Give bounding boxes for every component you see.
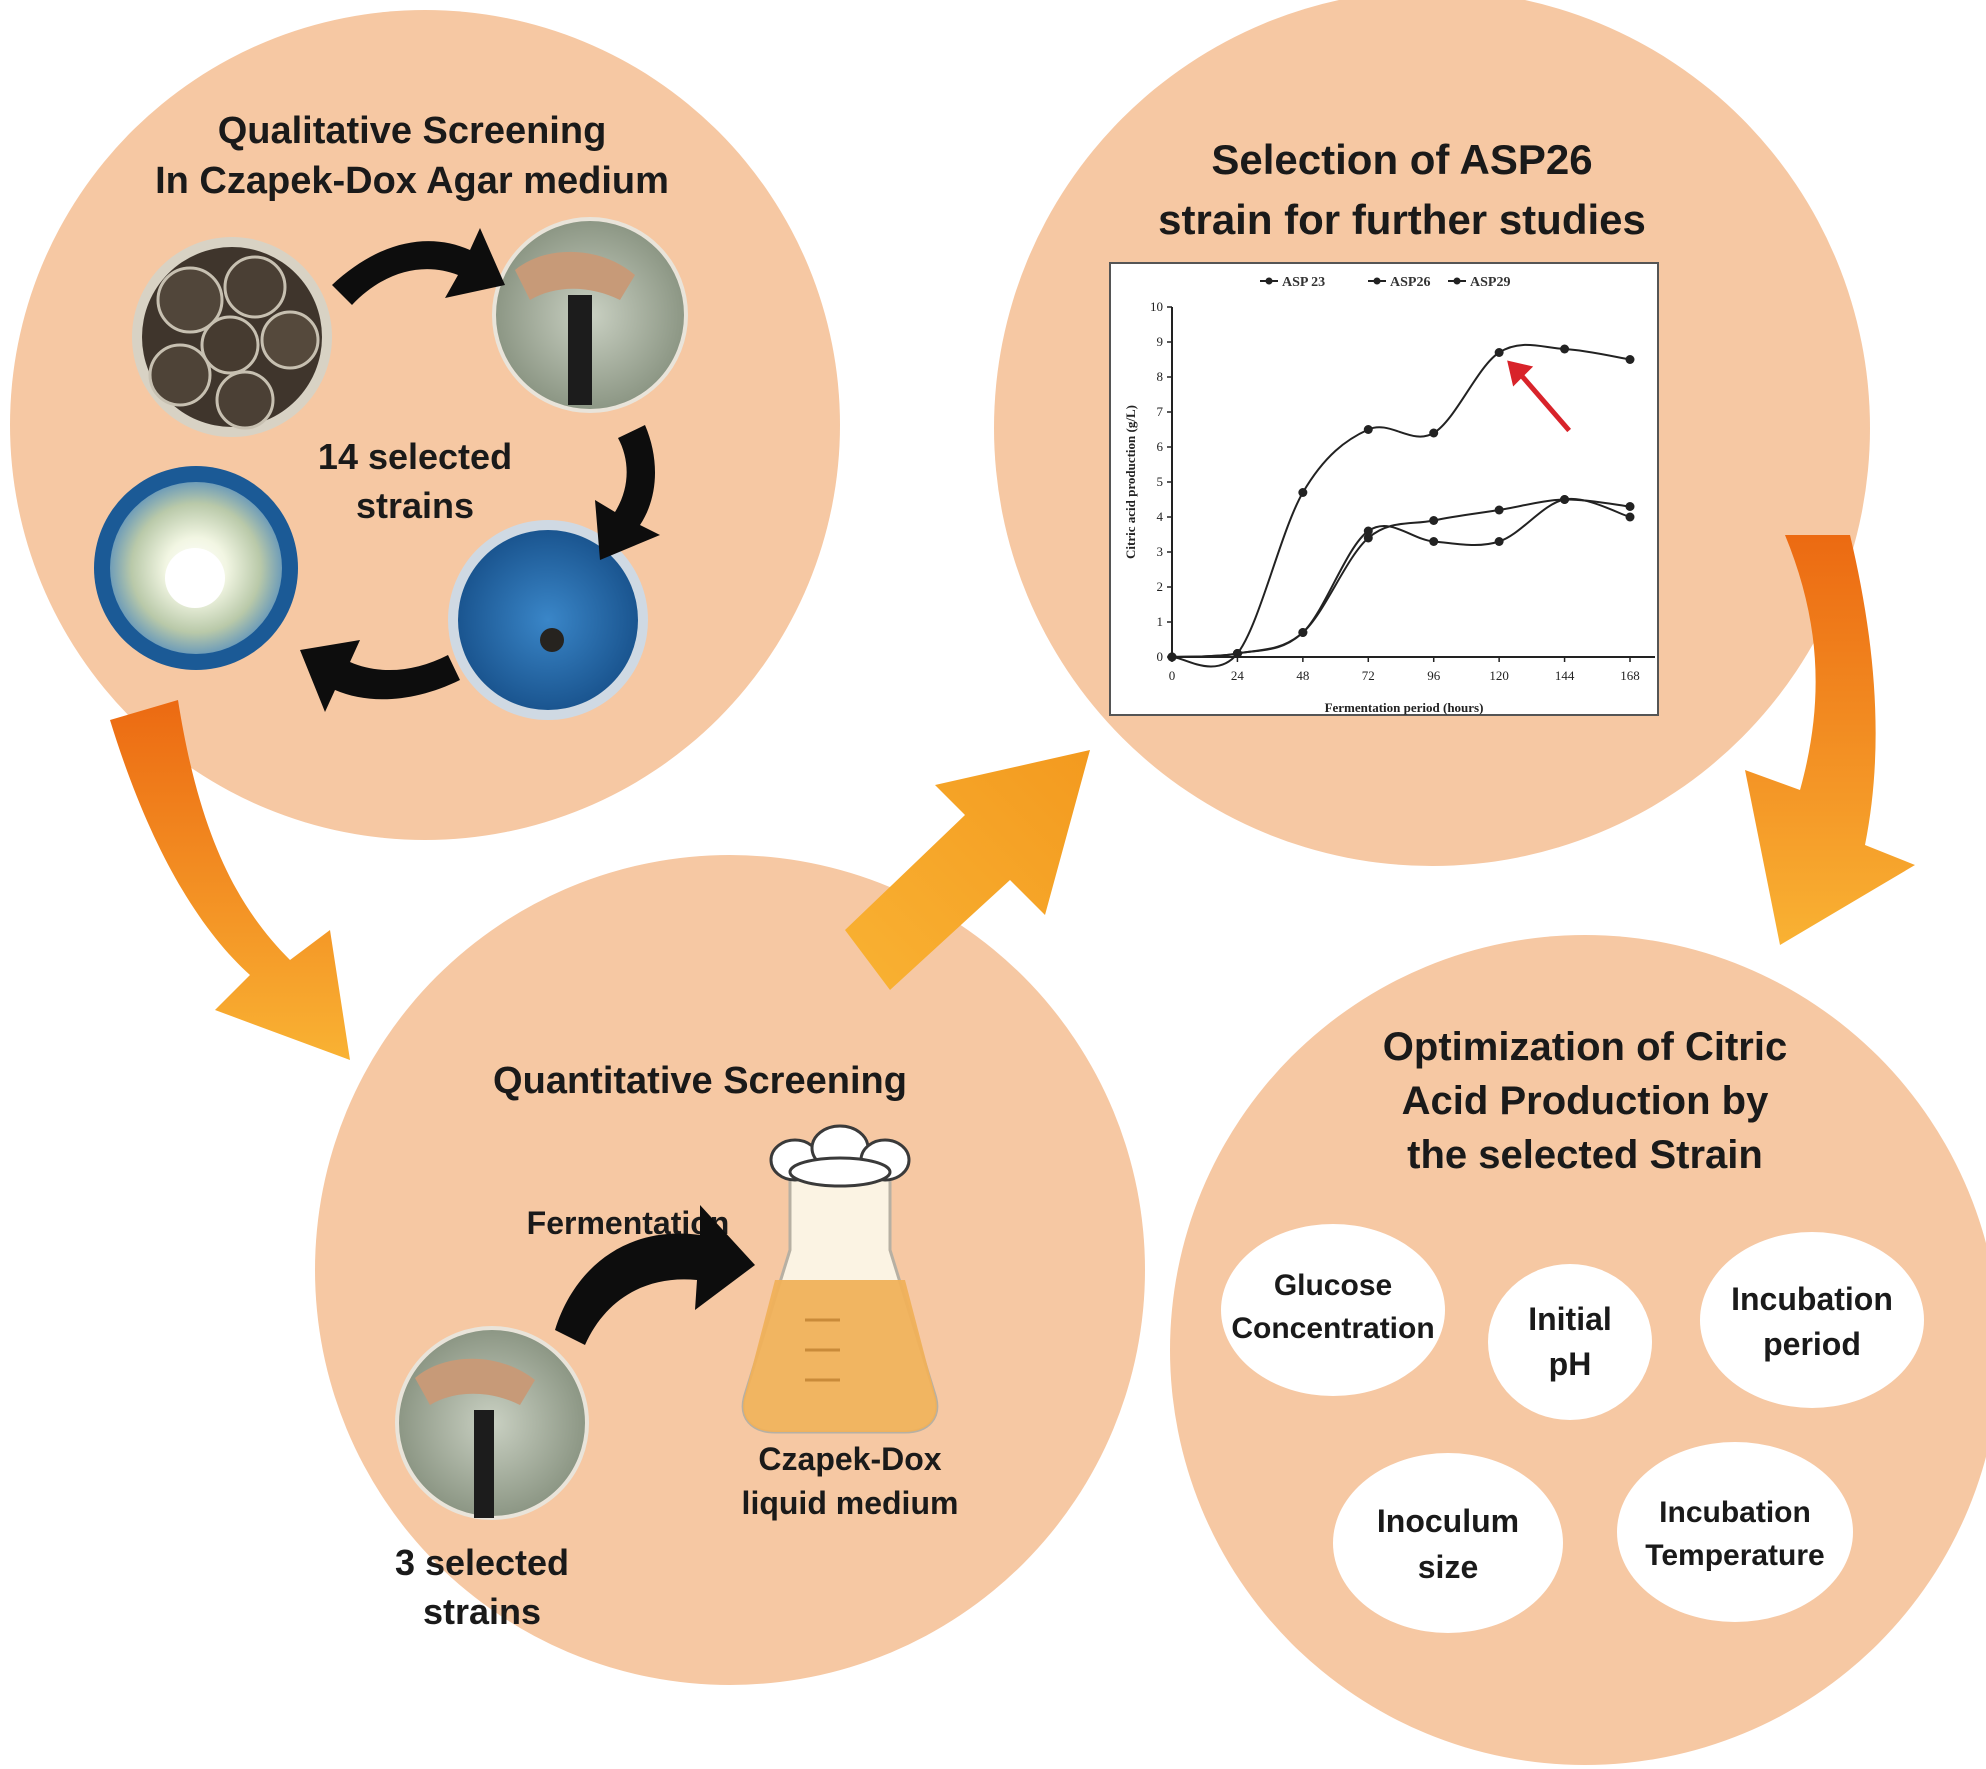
- y-tick-label-0: 0: [1157, 649, 1164, 664]
- fermentation-arrow: [555, 1205, 755, 1345]
- chart-y-axis-label: Citric acid production (g/L): [1123, 405, 1138, 559]
- series-2-point-1: [1232, 649, 1242, 658]
- optimization-title-line2: Acid Production by: [1402, 1079, 1769, 1123]
- factor-temperature-line2: Temperature: [1645, 1539, 1825, 1572]
- series-2-point-7: [1625, 512, 1635, 522]
- flask-icon: [741, 1124, 939, 1434]
- legend-label-2: ASP29: [1470, 275, 1510, 290]
- x-tick-label-4: 96: [1427, 668, 1441, 683]
- factor-initial-ph: Initial pH: [1488, 1264, 1652, 1420]
- factor-period-line2: period: [1763, 1326, 1861, 1362]
- x-tick-label-7: 168: [1620, 668, 1640, 683]
- y-tick-label-8: 8: [1157, 369, 1164, 384]
- highlight-arrow-shaft: [1515, 368, 1572, 433]
- factor-period-line1: Incubation: [1731, 1281, 1893, 1317]
- y-tick-label-4: 4: [1157, 509, 1164, 524]
- legend-marker-2: [1453, 277, 1461, 285]
- blue-plate-colony-image: [448, 520, 648, 720]
- legend-label-1: ASP26: [1390, 275, 1430, 290]
- series-0-point-3: [1363, 533, 1373, 543]
- factor-incubation-period: Incubation period: [1700, 1232, 1924, 1408]
- factor-temperature-line1: Incubation: [1659, 1496, 1811, 1529]
- series-1-point-5: [1494, 348, 1504, 357]
- chart-series: [1167, 343, 1635, 668]
- factor-inoculum-line1: Inoculum: [1377, 1503, 1519, 1539]
- factor-glucose-line1: Glucose: [1274, 1269, 1392, 1302]
- legend-marker-0: [1265, 277, 1273, 285]
- series-1-point-6: [1560, 344, 1570, 354]
- legend-marker-1: [1373, 277, 1381, 285]
- selection-title-line1: Selection of ASP26: [1211, 136, 1592, 183]
- series-2-point-6: [1560, 495, 1570, 504]
- series-0-point-4: [1429, 516, 1439, 525]
- series-0-point-5: [1494, 505, 1504, 515]
- chart-legend: ASP 23 ASP26 ASP29: [1260, 275, 1510, 290]
- x-tick-label-6: 144: [1555, 668, 1575, 683]
- qualitative-count-line2: strains: [356, 485, 474, 526]
- flow-arrow-quantitative-to-selection: [845, 750, 1090, 990]
- series-2-point-3: [1363, 526, 1373, 536]
- series-line-1: [1171, 343, 1631, 668]
- factor-inoculum-line2: size: [1418, 1549, 1478, 1585]
- x-tick-labels: 0 24 48 72 96 120 144 168: [1169, 657, 1640, 683]
- y-tick-label-10: 10: [1150, 299, 1163, 314]
- factor-glucose-concentration: Glucose Concentration: [1221, 1224, 1445, 1396]
- optimization-title-line1: Optimization of Citric: [1383, 1025, 1787, 1069]
- y-tick-label-7: 7: [1157, 404, 1164, 419]
- qualitative-title-line1: Qualitative Screening: [218, 110, 607, 152]
- x-tick-label-2: 48: [1296, 668, 1309, 683]
- quantitative-count-line1: 3 selected: [395, 1542, 569, 1583]
- medium-label-line2: liquid medium: [742, 1485, 959, 1521]
- series-2-point-2: [1298, 628, 1308, 637]
- series-2-point-4: [1429, 537, 1439, 546]
- chart-frame: [1109, 262, 1659, 716]
- factor-inoculum-size: Inoculum size: [1333, 1453, 1563, 1633]
- series-1-point-4: [1429, 428, 1439, 438]
- quantitative-count-line2: strains: [423, 1591, 541, 1632]
- series-1-point-2: [1298, 488, 1308, 497]
- legend-label-0: ASP 23: [1282, 275, 1325, 290]
- optimization-title-line3: the selected Strain: [1407, 1133, 1763, 1177]
- qualitative-count-line1: 14 selected: [318, 436, 512, 477]
- series-1-point-3: [1363, 425, 1373, 434]
- y-tick-label-9: 9: [1157, 334, 1164, 349]
- factor-ph-line2: pH: [1549, 1346, 1592, 1382]
- y-tick-label-5: 5: [1157, 474, 1164, 489]
- flow-arrow-selection-to-optimization: [1745, 535, 1915, 945]
- highlight-arrow-head: [1507, 360, 1534, 387]
- chart-x-axis-label: Fermentation period (hours): [1325, 700, 1484, 715]
- series-1-point-7: [1625, 355, 1635, 364]
- selection-title-line2: strain for further studies: [1158, 196, 1646, 243]
- y-tick-label-1: 1: [1157, 614, 1164, 629]
- clear-zone-plate-image: [94, 466, 298, 670]
- culture-tube-image: [492, 217, 688, 413]
- fungal-colony-plate-image: [132, 237, 332, 437]
- x-tick-label-0: 0: [1169, 668, 1176, 683]
- x-tick-label-1: 24: [1231, 668, 1245, 683]
- series-line-2: [1171, 497, 1631, 658]
- medium-label-line1: Czapek-Dox: [758, 1441, 941, 1477]
- y-tick-label-2: 2: [1157, 579, 1164, 594]
- factor-incubation-temperature: Incubation Temperature: [1617, 1442, 1853, 1622]
- flow-arrow-qualitative-to-quantitative: [110, 700, 350, 1060]
- cotton-plug-icon: [769, 1124, 911, 1188]
- factor-glucose-line2: Concentration: [1231, 1312, 1434, 1345]
- y-tick-labels: 0 1 2 3 4 5 6 7 8 9 10: [1150, 299, 1172, 664]
- production-chart: ASP 23 ASP26 ASP29 0 1 2 3 4 5 6 7 8 9 10 0 24 48 72 96 1…: [1109, 262, 1659, 716]
- y-tick-label-3: 3: [1157, 544, 1164, 559]
- highlight-arrow: [1507, 360, 1572, 433]
- culture-tube-image-small: [395, 1326, 589, 1520]
- factor-ph-line1: Initial: [1528, 1301, 1612, 1337]
- quantitative-title: Quantitative Screening: [493, 1060, 907, 1102]
- x-tick-label-3: 72: [1362, 668, 1375, 683]
- y-tick-label-6: 6: [1157, 439, 1164, 454]
- cycle-arrows: [300, 228, 660, 712]
- x-tick-label-5: 120: [1489, 668, 1509, 683]
- qualitative-title-line2: In Czapek-Dox Agar medium: [155, 160, 669, 202]
- series-2-point-0: [1167, 652, 1177, 662]
- series-2-point-5: [1494, 537, 1504, 546]
- series-0-point-7: [1625, 502, 1635, 511]
